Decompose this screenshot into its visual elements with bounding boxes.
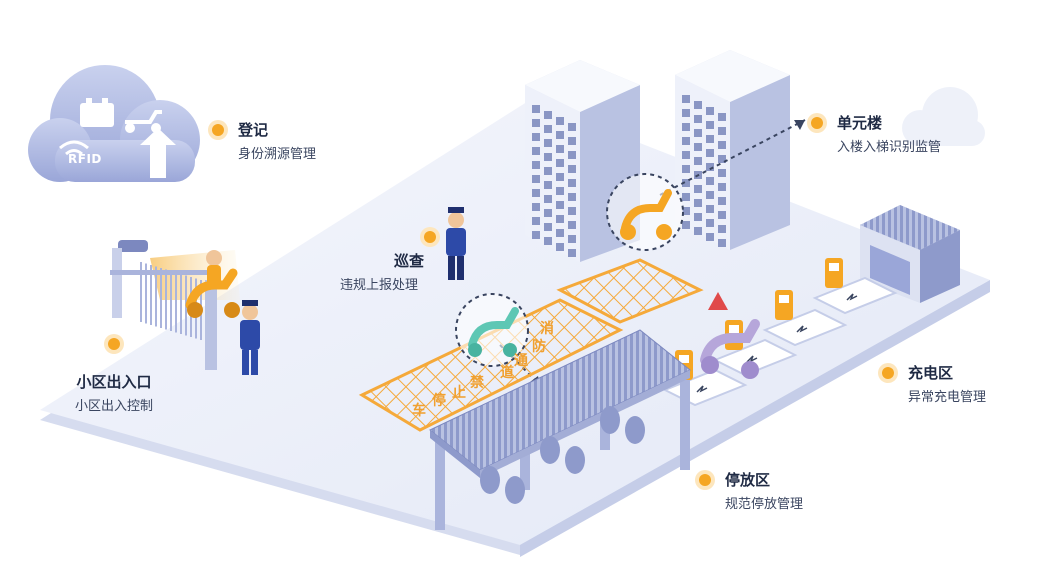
label-parking: 停放区 规范停放管理: [699, 470, 803, 514]
bullet-dot-icon: [699, 474, 711, 486]
fire-lane-char: 止: [452, 385, 466, 401]
camera-icon: [118, 240, 148, 252]
arrow-head-icon: [794, 120, 805, 130]
parking-canopy: [429, 329, 691, 530]
fire-lane-char: 通: [514, 353, 528, 369]
bullet-dot-icon: [108, 338, 120, 350]
bullet-dot-icon: [882, 367, 894, 379]
decor-cloud: [902, 87, 985, 146]
label-register: 登记 身份溯源管理: [212, 120, 316, 164]
fire-lane-char: 消: [540, 321, 554, 337]
rfid-label: RFID: [68, 152, 102, 166]
fire-lane-char: 车: [412, 403, 426, 419]
scooter-icon: [125, 110, 162, 124]
bullet-dot-icon: [811, 117, 823, 129]
building-left: [525, 60, 640, 262]
fire-lane-char: 禁: [470, 375, 484, 391]
wifi-icon: [59, 140, 89, 150]
guard-patrol: [446, 207, 466, 280]
rfid-cloud: [28, 65, 200, 182]
warning-icon: [708, 292, 728, 310]
bullet-dot-icon: [424, 231, 436, 243]
bullet-dot-icon: [212, 124, 224, 136]
label-patrol: 巡查 违规上报处理: [340, 231, 436, 295]
fire-lane-char: 道: [500, 365, 514, 381]
guard-entrance: [240, 300, 260, 375]
upload-arrow-icon: [140, 128, 176, 178]
label-unit-building: 单元楼 入楼入梯识别监管: [811, 113, 941, 157]
label-charging: 充电区 异常充电管理: [882, 363, 986, 407]
fire-lane-char: 停: [432, 393, 446, 409]
fire-lane-char: 防: [532, 339, 546, 355]
scooter-orange: [606, 173, 684, 251]
battery-icon: [80, 103, 114, 127]
scooter-purple: [700, 292, 760, 379]
rider-scooter: [185, 250, 240, 318]
building-right: [675, 50, 790, 250]
label-entrance: 小区出入口 小区出入控制: [58, 338, 170, 416]
scooter-teal: [455, 293, 529, 367]
